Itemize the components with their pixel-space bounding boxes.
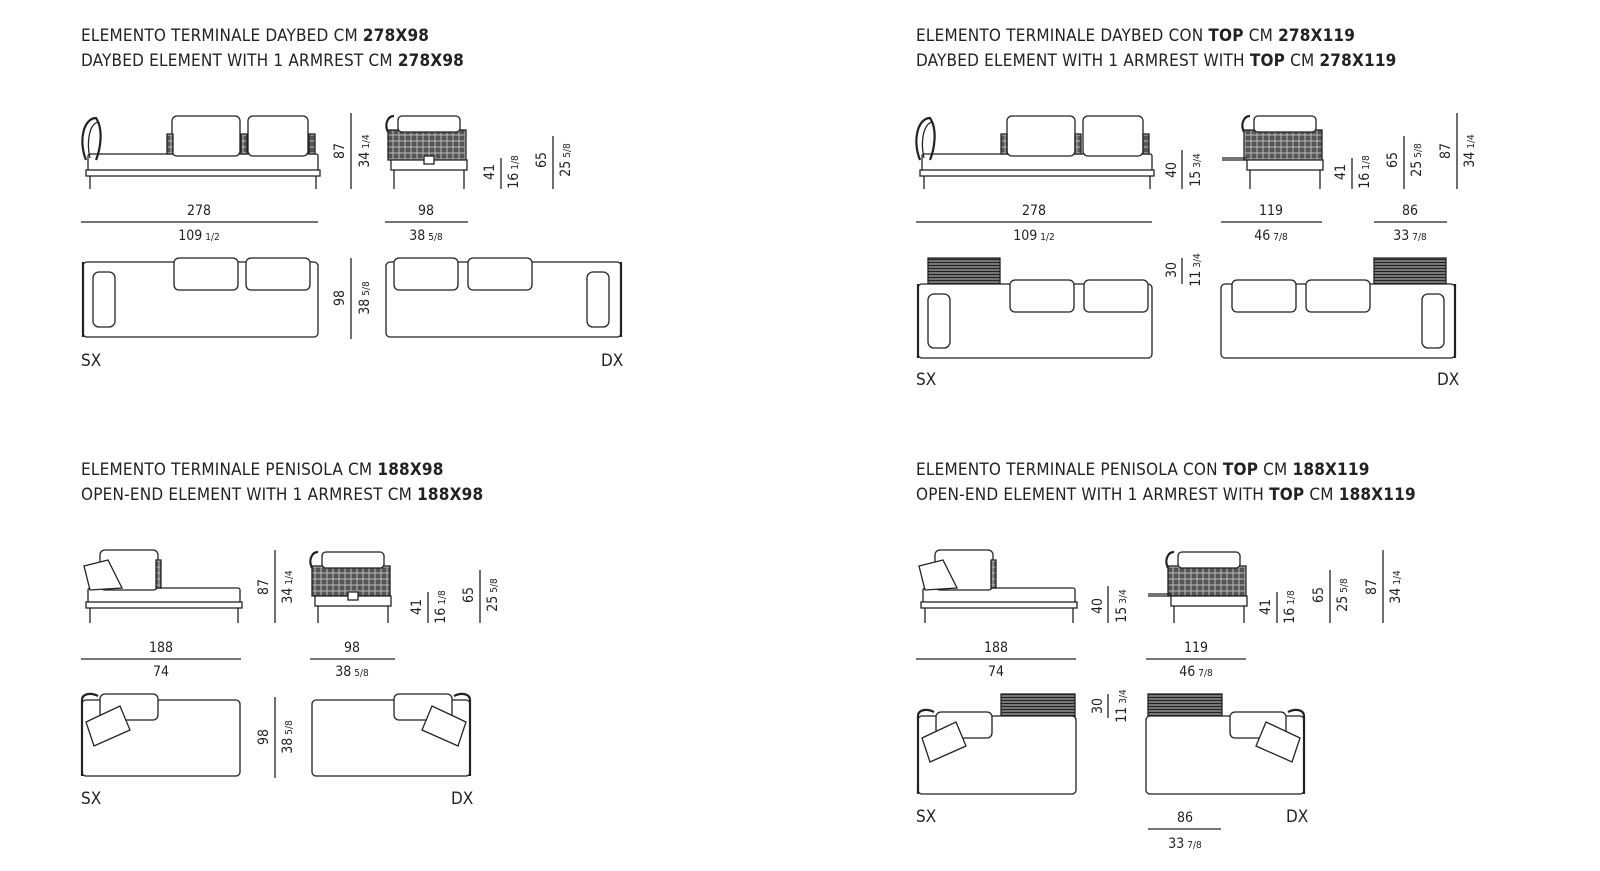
- title-penisola-it: ELEMENTO TERMINALE PENISOLA CM 188X98: [81, 460, 444, 480]
- dim-86-pen: 86: [1177, 810, 1193, 826]
- daybed-plan-dx: 98 385/8: [332, 257, 623, 339]
- label-sx-1: SX: [81, 351, 101, 371]
- dim-25-5-8-pen-top: 255/8: [1335, 578, 1351, 612]
- dim-30: 30: [1164, 262, 1180, 278]
- dim-98-pen: 98: [344, 640, 360, 656]
- title-daybed-top: ELEMENTO TERMINALE DAYBED CON TOP CM 278…: [916, 24, 1397, 74]
- daybed-top-side-view: [1222, 114, 1324, 189]
- daybed-side-view: [385, 114, 468, 189]
- title-penisola-top: ELEMENTO TERMINALE PENISOLA CON TOP CM 1…: [916, 458, 1416, 508]
- daybed-top-front-view: [915, 115, 1155, 189]
- dim-98-plan: 98: [332, 290, 348, 306]
- dim-41: 41: [482, 164, 498, 180]
- dim-16-1-8-pen-top: 161/8: [1282, 590, 1298, 624]
- dim-25-5-8-top: 255/8: [1409, 143, 1425, 177]
- dim-98-pen-plan: 98: [256, 729, 272, 745]
- dim-34-1-4: 341/4: [357, 134, 373, 168]
- penisola-top-front-view: [918, 549, 1078, 623]
- dim-65-top: 65: [1385, 152, 1401, 168]
- dim-119: 119: [1259, 203, 1283, 219]
- daybed-top-plan-sx: 30 113/4: [916, 253, 1204, 359]
- penisola-plan-dx: 98 385/8: [256, 692, 472, 778]
- dim-15-3-4-pen: 153/4: [1114, 589, 1130, 623]
- dim-25-5-8-pen: 255/8: [485, 578, 501, 612]
- dim-41-top: 41: [1333, 164, 1349, 180]
- dim-40: 40: [1164, 162, 1180, 178]
- penisola-front-view: [83, 549, 243, 623]
- label-dx-2: DX: [1437, 370, 1459, 390]
- dim-41-pen-top: 41: [1258, 599, 1274, 615]
- label-dx-3: DX: [451, 789, 473, 809]
- daybed-top-plan-dx: [1220, 257, 1457, 359]
- dim-11-3-4-pen: 113/4: [1114, 689, 1130, 723]
- dim-65-pen-top: 65: [1311, 587, 1327, 603]
- title-daybed-en: DAYBED ELEMENT WITH 1 ARMREST CM 278X98: [81, 51, 465, 71]
- dim-74: 74: [153, 664, 169, 680]
- dim-40-pen: 40: [1090, 598, 1106, 614]
- dim-38-5-8-pen-plan: 385/8: [280, 720, 296, 754]
- dim-34-1-4-pen-top: 341/4: [1388, 570, 1404, 604]
- title-penisola-top-it: ELEMENTO TERMINALE PENISOLA CON TOP CM 1…: [916, 460, 1370, 480]
- dim-278: 278: [187, 203, 211, 219]
- title-penisola-en: OPEN-END ELEMENT WITH 1 ARMREST CM 188X9…: [81, 485, 484, 505]
- title-daybed-top-it: ELEMENTO TERMINALE DAYBED CON TOP CM 278…: [916, 26, 1356, 46]
- dim-87-pen: 87: [256, 579, 272, 595]
- penisola-side-view: [309, 550, 392, 623]
- label-sx-4: SX: [916, 807, 936, 827]
- dim-34-1-4-top: 341/4: [1462, 134, 1478, 168]
- dim-25-5-8: 255/8: [558, 143, 574, 177]
- dim-41-pen: 41: [409, 599, 425, 615]
- title-penisola-top-en: OPEN-END ELEMENT WITH 1 ARMREST WITH TOP…: [916, 485, 1416, 505]
- label-sx-3: SX: [81, 789, 101, 809]
- dim-11-3-4: 113/4: [1188, 253, 1204, 287]
- dim-119-pen: 119: [1184, 640, 1208, 656]
- dim-16-1-8-top: 161/8: [1357, 155, 1373, 189]
- label-dx-4: DX: [1286, 807, 1308, 827]
- dim-16-1-8: 161/8: [506, 155, 522, 189]
- title-penisola: ELEMENTO TERMINALE PENISOLA CM 188X98 OP…: [81, 458, 483, 508]
- title-daybed-it: ELEMENTO TERMINALE DAYBED CM 278X98: [81, 26, 430, 46]
- dim-34-1-4-pen: 341/4: [280, 570, 296, 604]
- dim-38-5-8-plan: 385/8: [357, 281, 373, 315]
- dim-188-top: 188: [984, 640, 1008, 656]
- dim-87-top: 87: [1438, 143, 1454, 159]
- label-dx-1: DX: [601, 351, 623, 371]
- dim-15-3-4: 153/4: [1188, 153, 1204, 187]
- dim-87: 87: [332, 143, 348, 159]
- dim-98: 98: [418, 203, 434, 219]
- dim-65: 65: [534, 152, 550, 168]
- title-daybed-top-en: DAYBED ELEMENT WITH 1 ARMREST WITH TOP C…: [916, 51, 1397, 71]
- dim-278-top: 278: [1022, 203, 1046, 219]
- dim-86: 86: [1402, 203, 1418, 219]
- dim-188: 188: [149, 640, 173, 656]
- daybed-plan-sx: [81, 257, 319, 338]
- dim-16-1-8-pen: 161/8: [433, 590, 449, 624]
- label-sx-2: SX: [916, 370, 936, 390]
- daybed-front-view: [81, 115, 321, 189]
- title-daybed: ELEMENTO TERMINALE DAYBED CM 278X98 DAYB…: [81, 24, 464, 74]
- dim-74-top: 74: [988, 664, 1004, 680]
- penisola-plan-sx: [80, 692, 241, 777]
- dim-65-pen: 65: [461, 587, 477, 603]
- penisola-top-plan-sx: 30 113/4: [916, 689, 1130, 795]
- dim-87-pen-top: 87: [1364, 579, 1380, 595]
- penisola-top-side-view: [1148, 550, 1248, 623]
- dim-30-pen: 30: [1090, 698, 1106, 714]
